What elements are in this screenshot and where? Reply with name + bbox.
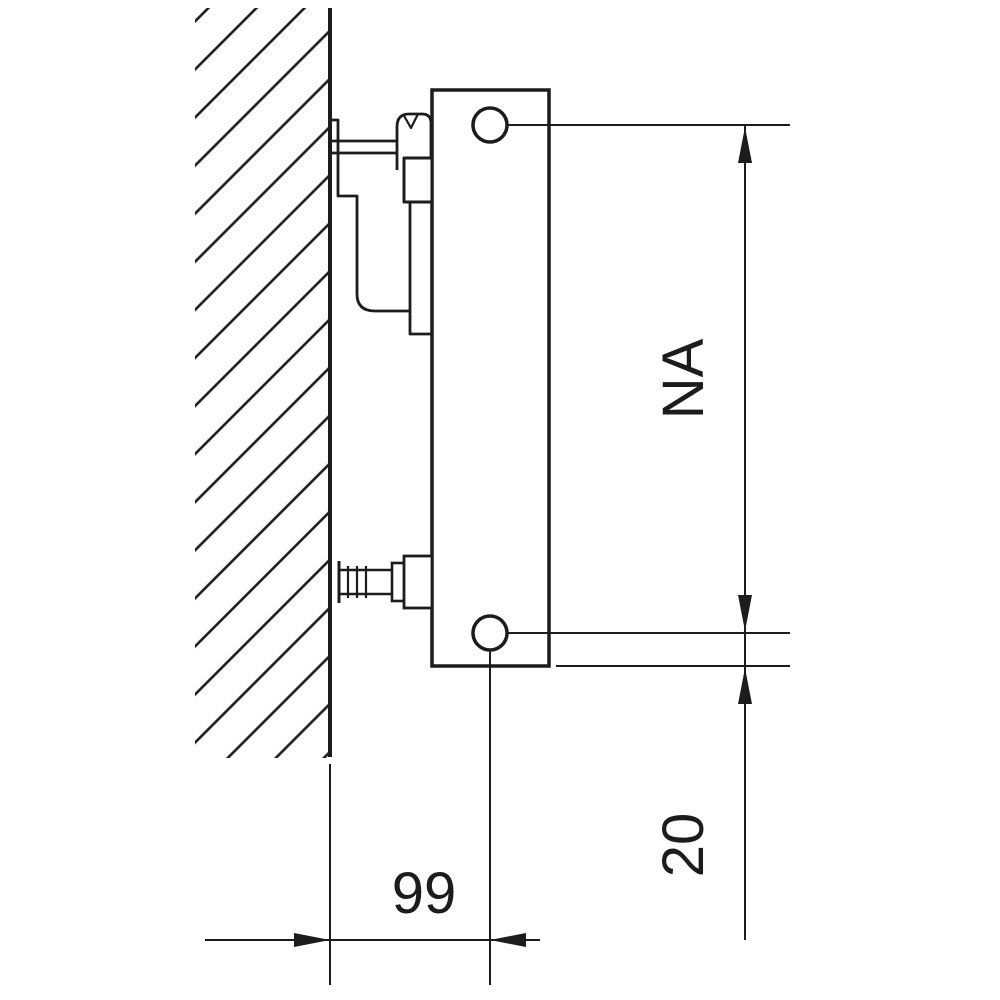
- dimension-arrows: [294, 127, 752, 947]
- dimension-lines: [205, 124, 790, 985]
- bracket-hook: [395, 112, 433, 170]
- dimension-labels: NA 20 99: [392, 338, 716, 926]
- radiator-body: [430, 88, 551, 668]
- arrow-99-right: [490, 933, 526, 947]
- bracket-block: [402, 156, 434, 204]
- bracket-hook-notch: [402, 113, 419, 130]
- wall: [195, 8, 332, 758]
- mounting-bracket: [330, 112, 434, 336]
- arrow-99-left: [294, 933, 330, 947]
- valve-thread-marks: [346, 566, 368, 598]
- arrow-na-top: [738, 127, 752, 163]
- valve-stub: [339, 568, 400, 596]
- dimension-label-na: NA: [651, 338, 716, 419]
- top-pipe-connection: [471, 106, 509, 144]
- arrow-na-bottom: [738, 595, 752, 631]
- bottom-pipe-connection: [471, 614, 509, 652]
- dimension-label-99: 99: [392, 861, 457, 926]
- dimension-label-20: 20: [651, 813, 716, 878]
- valve-body: [402, 554, 434, 610]
- valve-connector: [337, 554, 434, 610]
- arrow-20-up: [738, 668, 752, 704]
- wall-hatching: [195, 8, 330, 758]
- bracket-wall-rail: [330, 118, 431, 336]
- radiator: [430, 88, 551, 668]
- pipe-connections: [471, 106, 509, 652]
